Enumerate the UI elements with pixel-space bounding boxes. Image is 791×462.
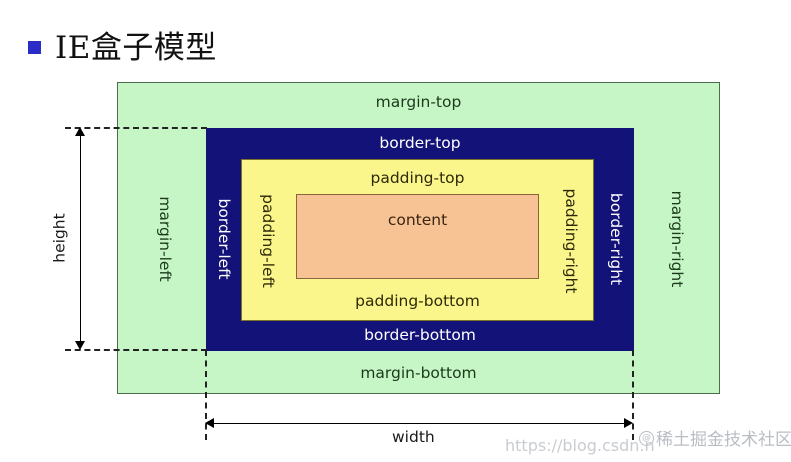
width-arrow-line <box>208 423 630 424</box>
label-margin-left: margin-left <box>155 196 174 282</box>
height-guide-top-dashed-line <box>65 127 207 129</box>
watermark-badge-icon: @ <box>639 431 654 446</box>
label-border-left: border-left <box>214 198 233 280</box>
height-arrowhead-top <box>75 127 85 136</box>
label-padding-top: padding-top <box>370 169 465 187</box>
label-padding-right: padding-right <box>561 188 580 294</box>
label-margin-top: margin-top <box>375 93 462 111</box>
height-dimension-label: height <box>50 213 69 263</box>
width-guide-left-dashed-line <box>205 350 207 440</box>
height-arrow-line <box>80 130 81 348</box>
label-padding-left: padding-left <box>258 194 277 288</box>
bullet-square-icon <box>28 41 41 54</box>
height-arrowhead-bottom <box>75 341 85 350</box>
label-border-top: border-top <box>379 134 461 152</box>
label-content: content <box>387 211 448 229</box>
width-arrowhead-right <box>624 418 633 428</box>
height-guide-bottom-dashed-line <box>65 349 207 351</box>
border-box: border-top border-bottom border-left bor… <box>206 128 634 351</box>
label-border-bottom: border-bottom <box>364 325 476 344</box>
label-border-right: border-right <box>606 192 625 286</box>
label-padding-bottom: padding-bottom <box>355 291 480 310</box>
label-margin-bottom: margin-bottom <box>360 363 477 382</box>
page-title: IE盒子模型 <box>28 22 217 67</box>
margin-box: margin-top margin-bottom margin-left mar… <box>117 82 720 394</box>
width-guide-right-dashed-line <box>632 350 634 440</box>
padding-box: padding-top padding-bottom padding-left … <box>241 159 594 321</box>
page-title-text: IE盒子模型 <box>55 30 217 66</box>
content-box: content <box>296 194 539 279</box>
watermark-url: https://blog.csdn.n <box>505 436 655 455</box>
width-dimension-label: width <box>392 428 435 446</box>
watermark-community: 稀土掘金技术社区 <box>656 430 791 450</box>
width-arrowhead-left <box>205 418 214 428</box>
label-margin-right: margin-right <box>667 190 686 288</box>
